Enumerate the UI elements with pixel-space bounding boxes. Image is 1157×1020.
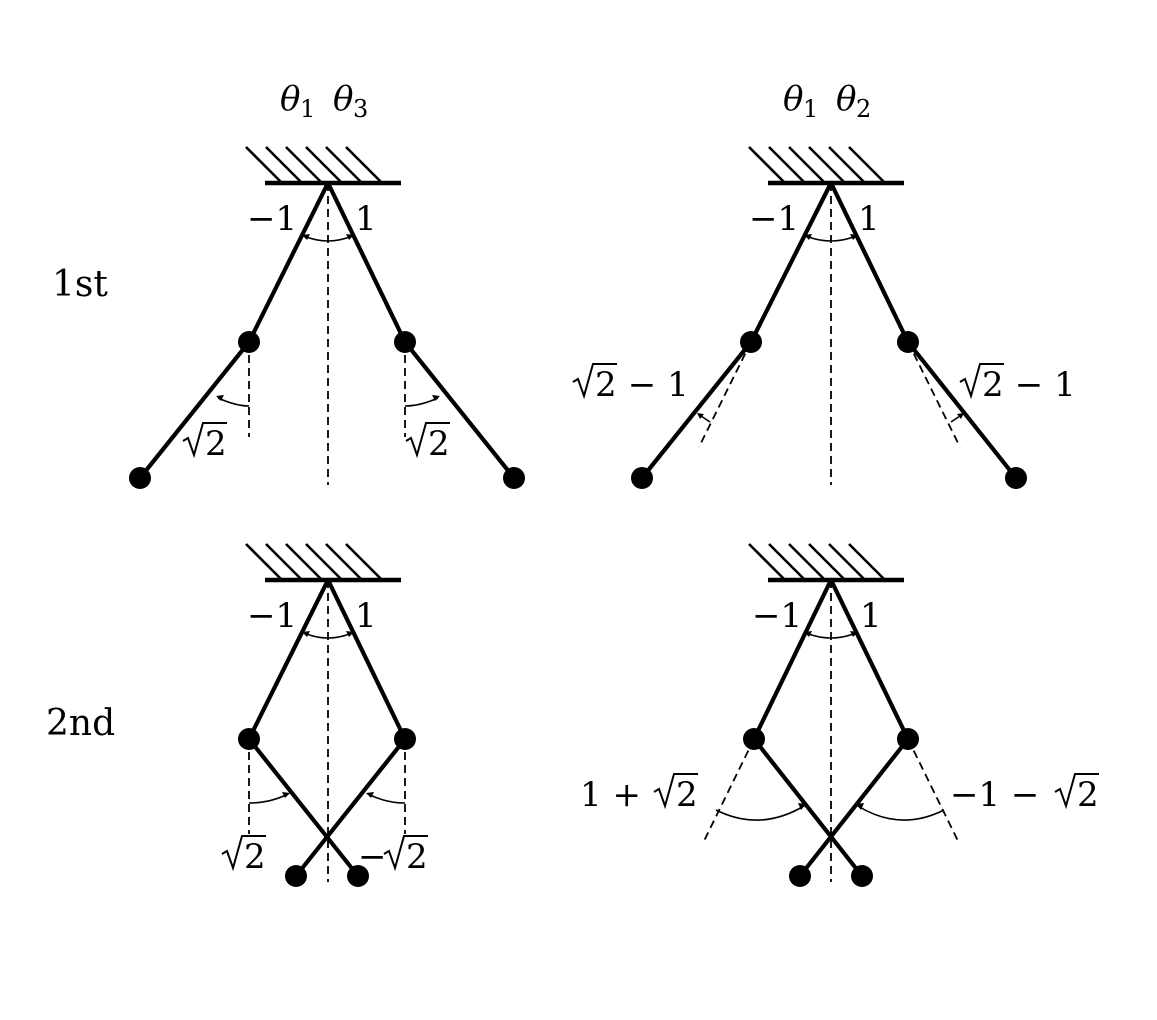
upper-rod-right: [828, 180, 911, 345]
lower-rod-right: [402, 339, 517, 481]
lower-rod-right: [797, 736, 911, 879]
ceiling-support: [749, 544, 904, 580]
panel-first-right: −1 1 2 − 1 2 − 1: [572, 147, 1076, 489]
angle-label-upper-right: 1: [860, 596, 882, 636]
angle-label-lower-left: 1 + 2: [580, 773, 699, 815]
svg-text:θ: θ: [280, 79, 300, 119]
lower-bob-right: [503, 467, 525, 489]
upper-rod-right: [325, 180, 408, 345]
angle-label-upper-right: 1: [355, 199, 377, 239]
angle-label-lower-left: 2 − 1: [572, 363, 689, 405]
upper-bob-left: [740, 331, 762, 353]
angle-label-lower-right: −1 − 2: [950, 773, 1100, 815]
svg-text:2: 2: [205, 424, 227, 464]
svg-text:2: 2: [1077, 775, 1099, 815]
upper-rod-right: [325, 577, 408, 742]
row-label-first: 1st: [52, 264, 108, 305]
panel-second-right: −1 1 1 + 2 −1 − 2: [580, 544, 1100, 887]
lower-rod-left: [246, 736, 361, 879]
upper-bob-right: [394, 728, 416, 750]
svg-text:θ: θ: [836, 79, 856, 119]
angle-label-lower-right: 2 − 1: [959, 363, 1076, 405]
upper-bob-right: [897, 728, 919, 750]
svg-text:2: 2: [982, 365, 1004, 405]
lower-rod-left: [751, 736, 865, 879]
lower-bob-right: [347, 865, 369, 887]
svg-text:θ: θ: [333, 79, 353, 119]
svg-text:2: 2: [428, 424, 450, 464]
svg-text:2: 2: [676, 775, 698, 815]
angle-label-lower-right: 2: [405, 422, 451, 464]
angle-label-upper-left: −1: [247, 199, 297, 239]
panel-first-left: −1 1 2 2: [129, 147, 525, 489]
svg-text:−1 −: −1 −: [950, 775, 1050, 815]
upper-rod-left: [748, 180, 834, 345]
angle-arc-lower-right: [404, 397, 439, 407]
upper-bob-right: [897, 331, 919, 353]
svg-text:2: 2: [406, 837, 428, 877]
lower-bob-left: [285, 865, 307, 887]
lower-bob-right: [851, 865, 873, 887]
upper-bob-left: [238, 331, 260, 353]
upper-rod-left: [751, 577, 834, 742]
lower-rod-right: [293, 736, 408, 879]
angle-label-lower-left: 2: [221, 835, 267, 877]
angle-arc-lower-left: [248, 793, 289, 804]
extension-line-right: [907, 341, 961, 448]
svg-text:1: 1: [803, 95, 818, 123]
ceiling-support: [246, 544, 401, 580]
upper-bob-left: [238, 728, 260, 750]
row-label-second: 2nd: [46, 703, 115, 744]
upper-rod-left: [246, 180, 331, 345]
ceiling-support: [749, 147, 904, 183]
lower-rod-right: [905, 339, 1019, 481]
column-header-left: θ 1 θ 3: [280, 79, 368, 123]
angle-label-upper-right: 1: [858, 199, 880, 239]
angle-label-upper-left: −1: [749, 199, 799, 239]
lower-bob-right: [1005, 467, 1027, 489]
panel-second-left: −1 1 2 − 2: [221, 544, 429, 887]
svg-text:2: 2: [856, 95, 871, 123]
angle-label-upper-right: 1: [355, 596, 377, 636]
extension-line-left: [698, 341, 752, 448]
angle-label-upper-left: −1: [752, 596, 802, 636]
angle-arc-lower-left: [217, 397, 250, 407]
svg-text:1 +: 1 +: [580, 775, 652, 815]
upper-bob-right: [394, 331, 416, 353]
angle-label-lower-right: − 2: [358, 835, 429, 877]
lower-bob-left: [631, 467, 653, 489]
svg-text:1: 1: [300, 95, 315, 123]
ceiling-support: [246, 147, 401, 183]
angle-arc-lower-right: [367, 793, 406, 804]
angle-label-upper-left: −1: [247, 596, 297, 636]
svg-text:θ: θ: [783, 79, 803, 119]
extension-line-left: [702, 738, 755, 844]
extension-line-right: [907, 738, 960, 844]
upper-rod-left: [246, 577, 331, 742]
svg-text:2: 2: [244, 837, 266, 877]
svg-text:− 1: − 1: [617, 365, 689, 405]
lower-rod-left: [639, 339, 754, 481]
svg-text:2: 2: [595, 365, 617, 405]
angle-label-lower-left: 2: [182, 422, 228, 464]
lower-rod-left: [137, 339, 252, 481]
svg-text:3: 3: [353, 95, 368, 123]
column-header-right: θ 1 θ 2: [783, 79, 871, 123]
angle-arc-lower-left: [715, 805, 805, 821]
angle-arc-lower-right: [857, 805, 945, 821]
svg-text:−: −: [358, 837, 387, 877]
svg-text:− 1: − 1: [1004, 365, 1076, 405]
lower-bob-left: [129, 467, 151, 489]
lower-bob-left: [789, 865, 811, 887]
upper-bob-left: [743, 728, 765, 750]
upper-rod-right: [828, 577, 911, 742]
